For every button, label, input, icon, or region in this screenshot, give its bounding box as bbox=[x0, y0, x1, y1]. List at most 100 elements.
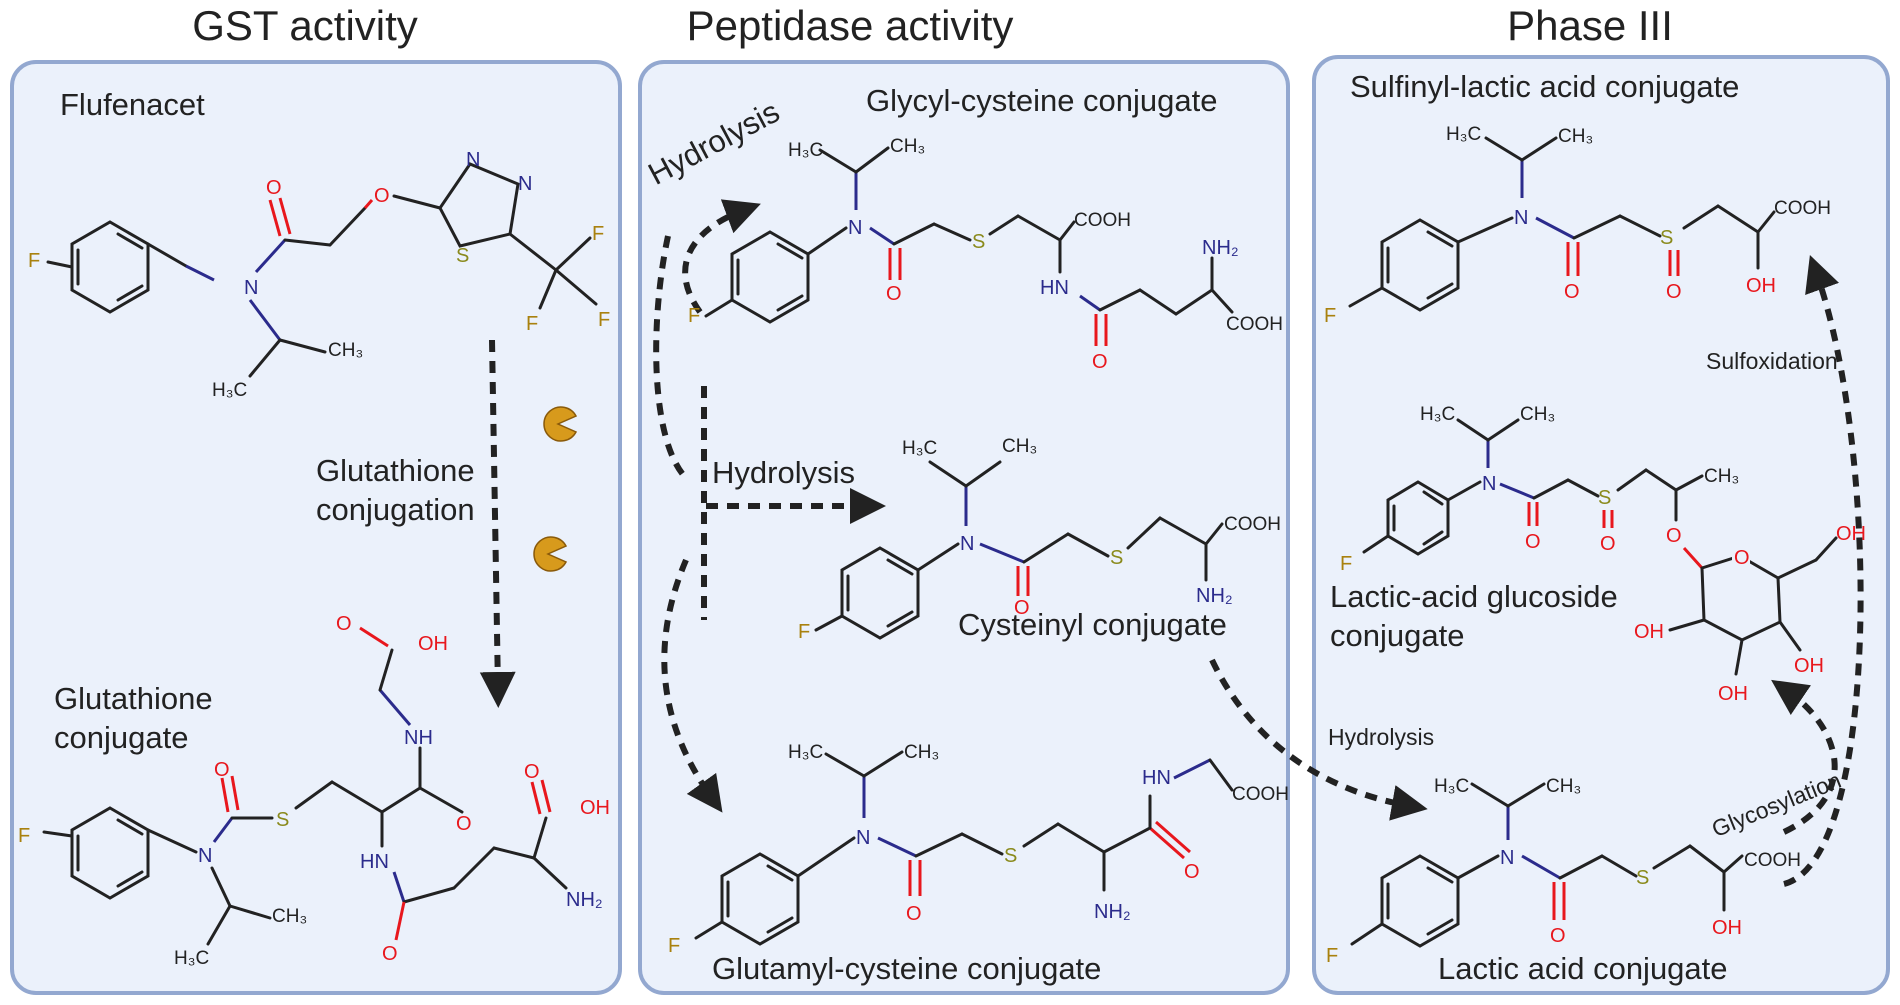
ch3-group: CH₃ bbox=[904, 742, 939, 763]
f-atom: F bbox=[668, 935, 680, 957]
o-atom: O bbox=[456, 813, 472, 835]
cooh-group: COOH bbox=[1744, 850, 1801, 871]
oh-group: OH bbox=[1718, 683, 1748, 705]
h3c-group: H₃C bbox=[1434, 776, 1469, 797]
phase3-panel bbox=[1312, 55, 1890, 995]
o-atom: O bbox=[886, 283, 902, 305]
glycyl-cysteine-structure: F N H₃C CH₃ O S COOH HN O NH₂ COOH bbox=[688, 136, 1283, 373]
f-atom: F bbox=[1340, 553, 1352, 575]
sulfinyl-lactic-structure: F N H₃C CH₃ O S O COOH OH bbox=[1324, 124, 1831, 327]
nh2-group: NH₂ bbox=[1094, 901, 1131, 923]
hydrolysis-phase3-label: Hydrolysis bbox=[1328, 724, 1435, 750]
o-atom: O bbox=[1734, 547, 1750, 569]
n-atom: N bbox=[244, 277, 258, 299]
lactic-acid-structure: F N H₃C CH₃ O S COOH OH bbox=[1326, 776, 1801, 967]
cooh-group: COOH bbox=[1232, 784, 1289, 805]
f-atom: F bbox=[688, 305, 700, 327]
oh-group: OH bbox=[418, 633, 448, 655]
n-atom: N bbox=[1514, 207, 1528, 229]
peptidase-header: Peptidase activity bbox=[686, 2, 1014, 49]
h3c-group: H₃C bbox=[1446, 124, 1481, 145]
n-atom: N bbox=[466, 149, 480, 171]
h3c-group: H₃C bbox=[788, 742, 823, 763]
o-atom: O bbox=[1666, 281, 1682, 303]
flufenacet-structure: F N O O N N S F F F CH₃ H₃C bbox=[28, 149, 610, 401]
oh-group: OH bbox=[1836, 523, 1866, 545]
n-atom: N bbox=[1500, 847, 1514, 869]
hydrolysis-mid-label: Hydrolysis bbox=[712, 455, 855, 490]
f-atom: F bbox=[598, 309, 610, 331]
sulfoxidation-arrow bbox=[1783, 255, 1864, 887]
o-atom: O bbox=[1014, 597, 1030, 619]
ch3-group: CH₃ bbox=[1002, 436, 1037, 457]
h3c-group: H₃C bbox=[788, 140, 823, 161]
cooh-group: COOH bbox=[1774, 198, 1831, 219]
glutathione-conjugate-structure: F N O S NH O O OH HN O O OH NH₂ bbox=[18, 613, 610, 969]
n-atom: N bbox=[1482, 473, 1496, 495]
cooh-group: COOH bbox=[1226, 314, 1283, 335]
o-atom: O bbox=[266, 177, 282, 199]
hydrolysis-phase3-arrow bbox=[1209, 658, 1428, 821]
sulfinyl-lactic-label: Sulfinyl-lactic acid conjugate bbox=[1350, 69, 1740, 104]
glutamyl-cysteine-label: Glutamyl-cysteine conjugate bbox=[712, 951, 1102, 986]
hn-group: HN bbox=[1142, 767, 1171, 789]
oh-group: OH bbox=[1712, 917, 1742, 939]
ch3-group: CH₃ bbox=[328, 340, 363, 361]
glycyl-cysteine-label: Glycyl-cysteine conjugate bbox=[866, 83, 1218, 118]
oh-group: OH bbox=[1746, 275, 1776, 297]
n-atom: N bbox=[848, 217, 862, 239]
glycosylation-arrow bbox=[1771, 679, 1838, 835]
pacman-enzyme-icon bbox=[543, 406, 578, 442]
n-atom: N bbox=[960, 533, 974, 555]
s-atom: S bbox=[1004, 845, 1017, 867]
nh-group: NH bbox=[404, 727, 433, 749]
glutamyl-cysteine-structure: F N H₃C CH₃ O S NH₂ O HN COOH bbox=[668, 742, 1289, 957]
o-atom: O bbox=[1564, 281, 1580, 303]
oh-group: OH bbox=[1794, 655, 1824, 677]
oh-group: OH bbox=[1634, 621, 1664, 643]
n-atom: N bbox=[856, 827, 870, 849]
s-atom: S bbox=[1636, 867, 1649, 889]
cysteinyl-structure: F N H₃C CH₃ O S COOH NH₂ bbox=[798, 436, 1281, 643]
o-atom: O bbox=[1666, 525, 1682, 547]
ch3-group: CH₃ bbox=[1704, 466, 1739, 487]
n-atom: N bbox=[518, 173, 532, 195]
f-atom: F bbox=[798, 621, 810, 643]
s-atom: S bbox=[456, 245, 469, 267]
o-atom: O bbox=[336, 613, 352, 635]
cooh-group: COOH bbox=[1074, 210, 1131, 231]
cysteinyl-label: Cysteinyl conjugate bbox=[958, 607, 1227, 642]
nh2-group: NH₂ bbox=[1196, 585, 1233, 607]
h3c-group: H₃C bbox=[902, 438, 937, 459]
glutathione-conjugate-label: Glutathione conjugate bbox=[54, 681, 213, 755]
flufenacet-label: Flufenacet bbox=[60, 87, 205, 122]
lactic-acid-label: Lactic acid conjugate bbox=[1438, 951, 1728, 986]
glutathione-conjugation-label: Glutathione conjugation bbox=[316, 453, 475, 527]
f-atom: F bbox=[1326, 945, 1338, 967]
s-atom: S bbox=[1110, 547, 1123, 569]
ch3-group: CH₃ bbox=[1546, 776, 1581, 797]
o-atom: O bbox=[1600, 533, 1616, 555]
n-atom: N bbox=[198, 845, 212, 867]
ch3-group: CH₃ bbox=[1520, 404, 1555, 425]
o-atom: O bbox=[524, 761, 540, 783]
lactic-glucoside-label: Lactic-acid glucoside conjugate bbox=[1330, 579, 1618, 653]
f-atom: F bbox=[526, 313, 538, 335]
hn-group: HN bbox=[1040, 277, 1069, 299]
o-atom: O bbox=[1525, 531, 1541, 553]
f-atom: F bbox=[18, 825, 30, 847]
o-atom: O bbox=[382, 943, 398, 965]
gst-header: GST activity bbox=[192, 2, 418, 49]
o-atom: O bbox=[906, 903, 922, 925]
ch3-group: CH₃ bbox=[890, 136, 925, 157]
s-atom: S bbox=[1660, 227, 1673, 249]
hydrolysis-arrow-top bbox=[682, 199, 761, 314]
nh2-group: NH₂ bbox=[1202, 237, 1239, 259]
lactic-glucoside-structure: F N H₃C CH₃ O S O CH₃ O O OH OH OH bbox=[1340, 404, 1866, 705]
hydrolysis-arrow-left bbox=[653, 235, 689, 481]
hydrolysis-arrow-bottom bbox=[661, 558, 723, 813]
ch3-group: CH₃ bbox=[272, 906, 307, 927]
h3c-group: H₃C bbox=[1420, 404, 1455, 425]
phase3-header: Phase III bbox=[1507, 2, 1673, 49]
o-atom: O bbox=[374, 185, 390, 207]
